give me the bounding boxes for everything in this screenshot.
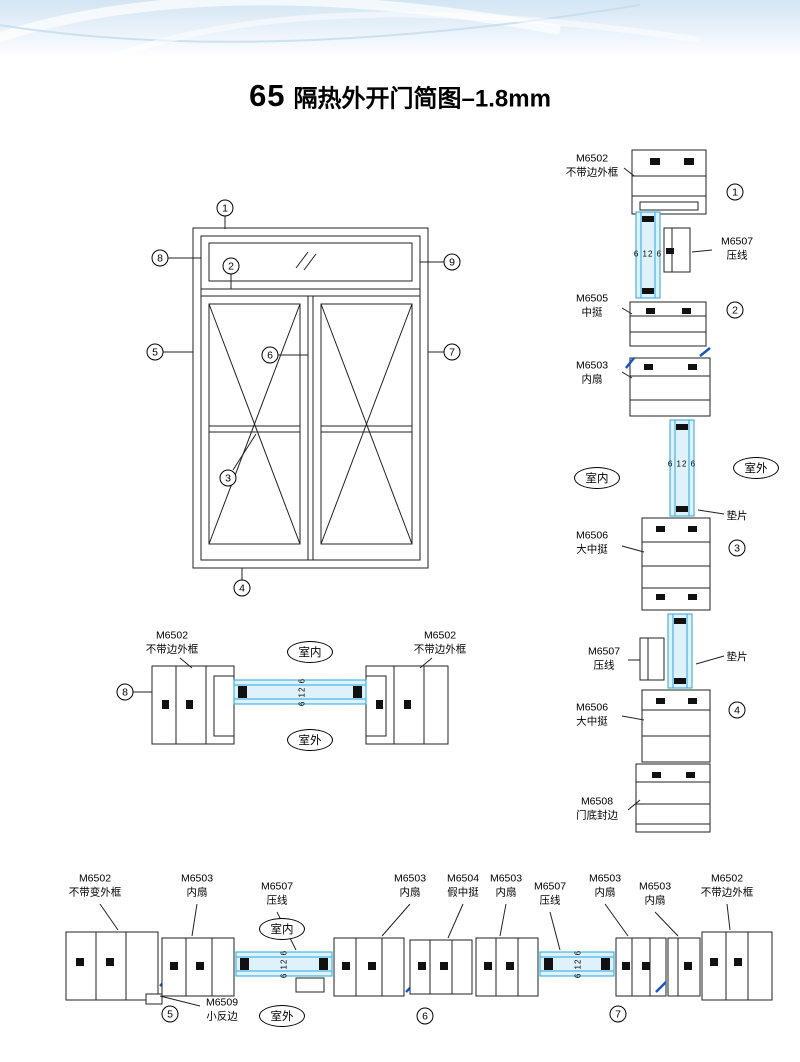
- room-outside-oval-m: 室外: [287, 729, 333, 751]
- label-top-frame: M6502 不带边外框: [565, 152, 619, 178]
- section-callout-4: 4: [728, 701, 746, 719]
- label-b-sash-2: M6503 内扇: [393, 872, 427, 898]
- header-waves: [0, 0, 701, 65]
- label-mid-left-frame: M6502 不带边外框: [145, 629, 199, 655]
- callout-9: 9: [443, 253, 461, 271]
- label-gasket-2: 垫片: [726, 651, 748, 664]
- glass-dimension-v1: 6 12 6: [633, 249, 663, 259]
- callout-4: 4: [233, 579, 251, 597]
- label-inner-sash: M6503 内扇: [575, 359, 609, 385]
- callout-7: 7: [443, 343, 461, 361]
- label-b-pressure-1: M6507 压线: [260, 880, 294, 906]
- label-big-mullion-1: M6506 大中挺: [575, 529, 609, 555]
- label-mullion: M6505 中挺: [575, 292, 609, 318]
- room-outside-oval-b: 室外: [259, 1005, 305, 1027]
- door-elevation-drawing: [163, 216, 444, 580]
- title-text: 隔热外开门简图–1.8mm: [293, 85, 551, 113]
- title-number: 65: [249, 78, 286, 113]
- mid-section-drawing: [133, 657, 449, 745]
- label-gasket-1: 垫片: [726, 510, 748, 523]
- label-b-sash-3: M6503 内扇: [489, 872, 523, 898]
- label-b-sash-1: M6503 内扇: [180, 872, 214, 898]
- section-callout-6: 6: [416, 1007, 434, 1025]
- label-b-sash-4: M6503 内扇: [588, 872, 622, 898]
- bottom-section-drawing: [65, 903, 773, 1007]
- label-b-right-frame: M6502 不带边外框: [700, 872, 754, 898]
- room-inside-oval-m: 室内: [287, 641, 333, 663]
- header-decoration: [0, 0, 800, 65]
- callout-6: 6: [261, 346, 279, 364]
- section-callout-7: 7: [609, 1005, 627, 1023]
- label-b-pressure-2: M6507 压线: [533, 880, 567, 906]
- label-b-sash-5: M6503 内扇: [638, 880, 672, 906]
- callout-1: 1: [216, 199, 234, 217]
- label-b-fake-mullion: M6504 假中挺: [446, 872, 480, 898]
- label-b-left-frame: M6502 不带变外框: [68, 872, 122, 898]
- section-callout-1: 1: [726, 183, 744, 201]
- room-inside-oval-v: 室内: [574, 467, 620, 489]
- glass-dimension-m: 6 12 6: [297, 677, 307, 707]
- glass-dimension-b2: 6 12 6: [573, 949, 583, 979]
- label-door-bottom-seal: M6508 门底封边: [576, 795, 618, 821]
- callout-5: 5: [146, 343, 164, 361]
- section-callout-3: 3: [728, 539, 746, 557]
- label-pressure-line-top: M6507 压线: [720, 235, 754, 261]
- label-mid-right-frame: M6502 不带边外框: [413, 629, 467, 655]
- room-outside-oval-v: 室外: [733, 457, 779, 479]
- section-callout-5: 5: [161, 1005, 179, 1023]
- room-inside-oval-b: 室内: [259, 918, 305, 940]
- section-callout-8: 8: [116, 683, 134, 701]
- callout-8: 8: [151, 249, 169, 267]
- section-callout-2: 2: [726, 301, 744, 319]
- glass-dimension-v2: 6 12 6: [667, 459, 697, 469]
- callout-2: 2: [222, 257, 240, 275]
- callout-3: 3: [219, 469, 237, 487]
- vertical-section-drawing: [621, 149, 725, 833]
- label-small-return-edge: M6509 小反边: [205, 996, 239, 1022]
- glass-dimension-b1: 6 12 6: [279, 949, 289, 979]
- label-pressure-line-mid: M6507 压线: [587, 645, 621, 671]
- label-big-mullion-2: M6506 大中挺: [575, 701, 609, 727]
